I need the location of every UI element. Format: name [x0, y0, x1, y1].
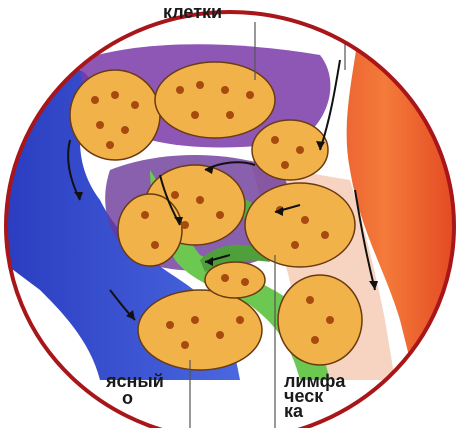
- label-bottom-left-line2: о: [122, 390, 133, 407]
- label-bottom-right-line3: ка: [284, 403, 303, 420]
- label-bottom-left-line1: ясный: [106, 373, 164, 390]
- label-cells: клетки: [163, 4, 222, 21]
